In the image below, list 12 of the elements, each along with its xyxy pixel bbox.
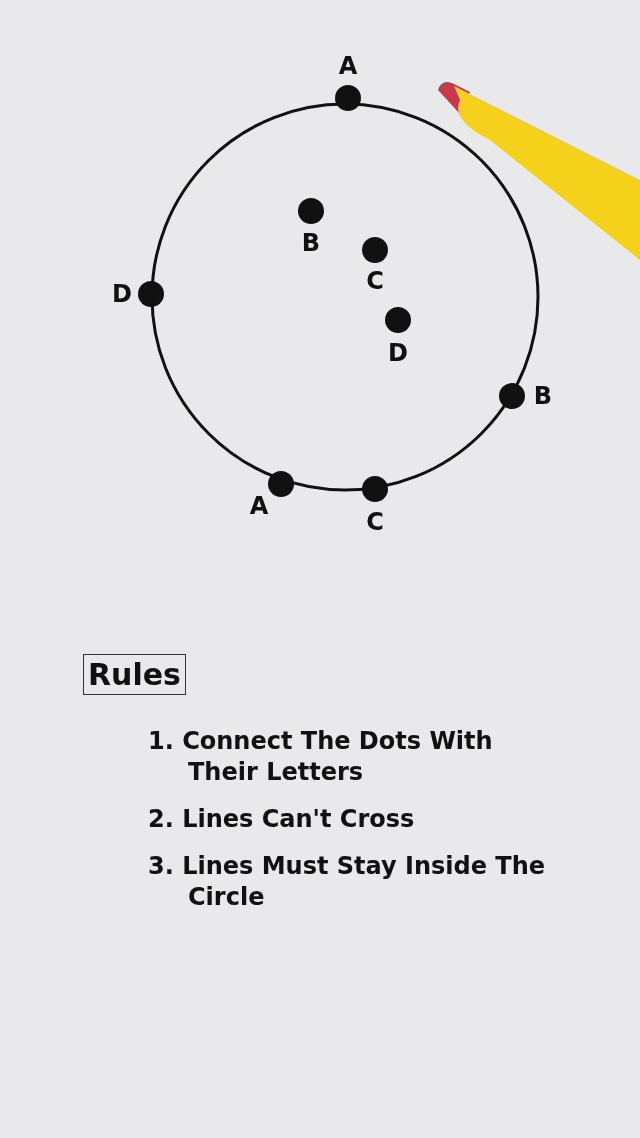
- dot-letter: A: [337, 53, 359, 79]
- dot-letter: B: [532, 383, 554, 409]
- dot-letter: D: [111, 281, 133, 307]
- dot-letter: C: [365, 268, 385, 294]
- dot-letter: D: [387, 340, 409, 366]
- dot-letter: A: [248, 493, 270, 519]
- rule-text: 1. Connect The Dots With Their Letters: [148, 726, 494, 788]
- rules-heading: Rules: [83, 654, 186, 695]
- dot-letter: B: [300, 230, 322, 256]
- rule-text: 3. Lines Must Stay Inside The Circle: [148, 851, 547, 913]
- rule-text: 2. Lines Can't Cross: [148, 804, 416, 835]
- dot-letter: C: [365, 509, 385, 535]
